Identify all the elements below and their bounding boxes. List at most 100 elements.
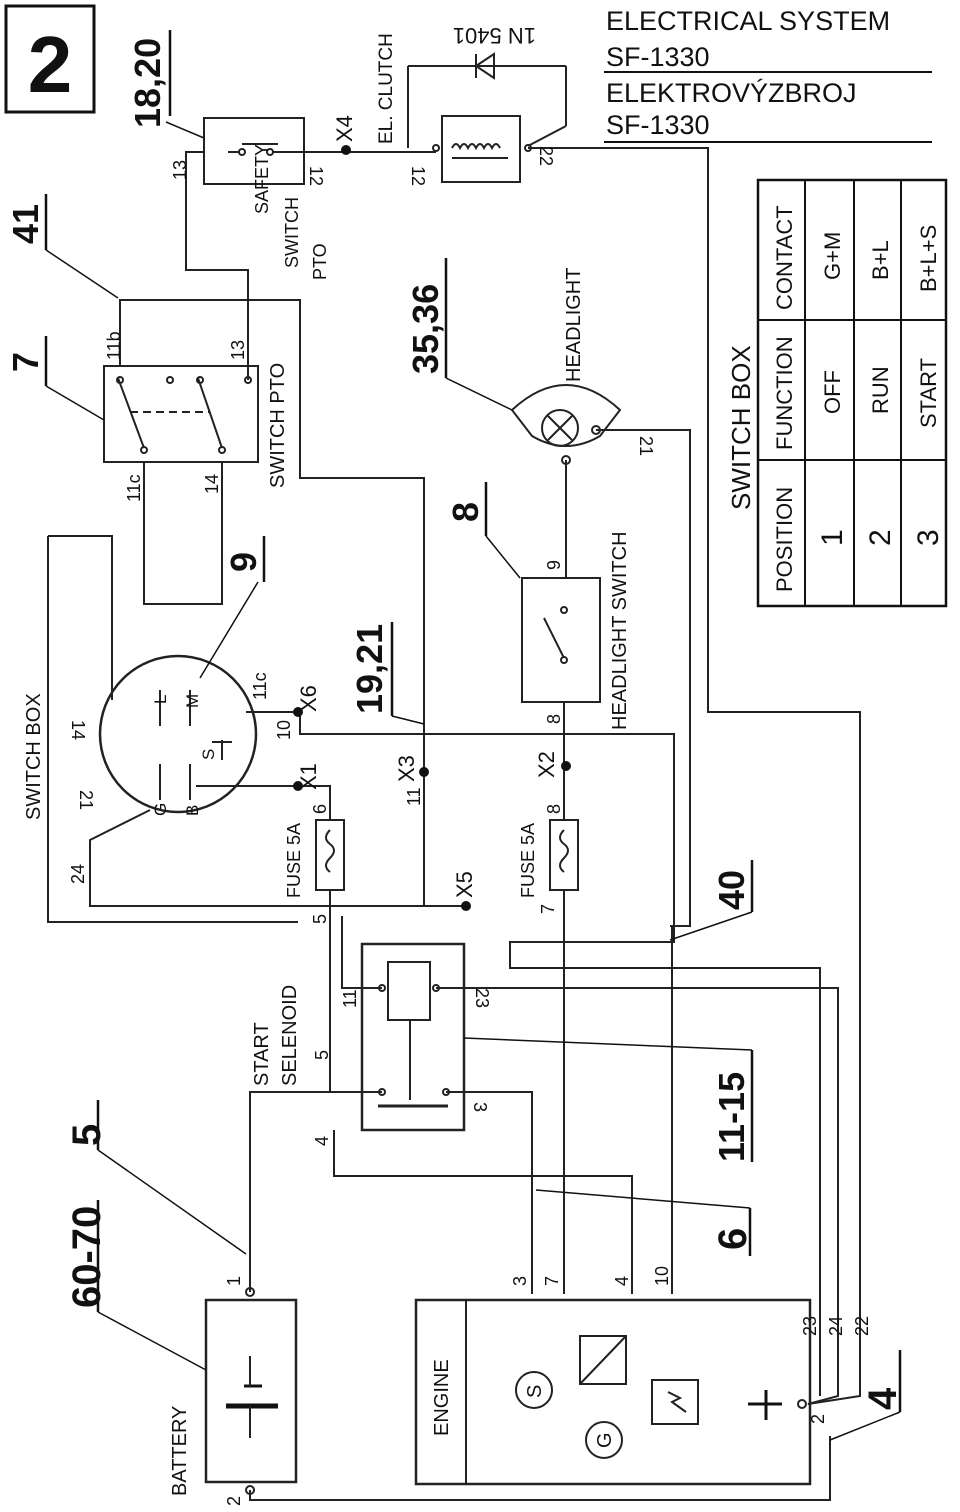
safety-switch-label-1: SAFETY xyxy=(252,144,272,214)
ref-7: 7 xyxy=(5,352,46,372)
title-line-1: ELECTRICAL SYSTEM xyxy=(606,6,890,36)
start-solenoid-label-2: SELENOID xyxy=(279,985,301,1086)
wire-number: 10 xyxy=(274,720,294,740)
wire-number: 14 xyxy=(68,720,88,740)
engine-label: ENGINE xyxy=(431,1359,453,1436)
wire-number: 24 xyxy=(68,864,88,884)
wire-number: 5 xyxy=(310,914,330,924)
el-clutch-label: EL. CLUTCH xyxy=(376,33,397,144)
svg-text:G: G xyxy=(594,1432,616,1448)
ignition-switch-box: L M S G B SWITCH BOX xyxy=(23,654,258,820)
engine: ENGINE S G xyxy=(414,1298,812,1486)
connector-x2: X2 xyxy=(534,751,559,778)
table-cell-function-2: RUN xyxy=(868,366,893,414)
wire-number: 2 xyxy=(224,1496,244,1506)
wire-number: 11 xyxy=(404,787,424,806)
table-cell-position-2: 2 xyxy=(864,529,897,546)
wire-number: 5 xyxy=(312,1050,332,1060)
ref-40: 40 xyxy=(711,870,752,910)
wire-number: 3 xyxy=(470,1102,490,1112)
switch-box-table: SWITCH BOX POSITION FUNCTION CONTACT 1 O… xyxy=(726,178,948,608)
wire-number: 21 xyxy=(636,436,656,456)
ref-35-36: 35,36 xyxy=(405,284,446,374)
start-solenoid-label-1: START xyxy=(251,1022,273,1086)
ref-5: 5 xyxy=(65,1124,109,1146)
wire-number: 6 xyxy=(310,804,330,814)
switch-pto-label: SWITCH PTO xyxy=(267,363,289,488)
wire-number: 12 xyxy=(306,166,326,186)
wire-number: 11c xyxy=(250,672,270,700)
sheet-number: 2 xyxy=(28,20,73,109)
table-cell-function-1: OFF xyxy=(820,370,845,414)
table-cell-contact-1: G+M xyxy=(820,232,845,280)
ref-4: 4 xyxy=(861,1387,905,1410)
wire-number: 11b xyxy=(104,331,124,360)
wire-number: 7 xyxy=(538,904,558,914)
fuse-left-label: FUSE 5A xyxy=(284,823,304,898)
table-cell-position-1: 1 xyxy=(816,529,849,546)
connector-x1: X1 xyxy=(296,763,321,790)
headlight-label: HEADLIGHT xyxy=(563,268,585,382)
wire-number: 22 xyxy=(536,146,556,166)
title-line-3: ELEKTROVÝZBROJ xyxy=(606,78,857,108)
wire-number: 8 xyxy=(544,714,564,724)
wire-number: 8 xyxy=(544,804,564,814)
connector-x4: X4 xyxy=(332,115,357,142)
safety-switch-label-3: PTO xyxy=(310,243,330,280)
wire-number: 9 xyxy=(544,560,564,570)
ref-8: 8 xyxy=(445,502,486,522)
wire-number: 13 xyxy=(170,160,190,180)
wires xyxy=(47,147,861,1501)
headlight-switch-label: HEADLIGHT SWITCH xyxy=(609,531,631,730)
ref-6: 6 xyxy=(711,1228,755,1250)
fuse-right: FUSE 5A xyxy=(518,819,579,898)
headlight-switch: HEADLIGHT SWITCH xyxy=(521,531,631,730)
wire-number: 24 xyxy=(826,1316,846,1336)
switch-letter-b: B xyxy=(183,805,202,816)
start-solenoid: START SELENOID xyxy=(251,942,466,1132)
title-line-2: SF-1330 xyxy=(606,42,710,72)
safety-switch-pto: SAFETY SWITCH PTO xyxy=(203,117,330,280)
reference-numbers: 18,20 41 7 9 35,36 8 19,21 40 11-15 5 60… xyxy=(5,30,905,1441)
title-block: ELECTRICAL SYSTEM SF-1330 ELEKTROVÝZBROJ… xyxy=(604,6,932,143)
ref-9: 9 xyxy=(223,552,264,572)
ref-41: 41 xyxy=(5,204,46,244)
connector-dots xyxy=(293,145,571,911)
wire-number: 3 xyxy=(510,1276,530,1286)
switch-box-label: SWITCH BOX xyxy=(23,693,45,820)
fuse-left: FUSE 5A xyxy=(284,819,345,898)
table-header-function: FUNCTION xyxy=(772,336,797,450)
wire-number: 11 xyxy=(340,989,360,1008)
table-header-contact: CONTACT xyxy=(772,205,797,310)
wire-number: 21 xyxy=(76,790,96,810)
connector-labels: X4 X6 X1 X3 X2 X5 xyxy=(296,115,559,898)
table-cell-position-3: 3 xyxy=(912,529,945,546)
table-cell-function-3: START xyxy=(916,358,941,428)
wire-number: 4 xyxy=(612,1276,632,1286)
ref-19-21: 19,21 xyxy=(349,624,390,714)
wire-number: 4 xyxy=(312,1136,332,1146)
table-cell-contact-2: B+L xyxy=(868,240,893,280)
switch-letter-m: M xyxy=(183,694,202,708)
connector-x5: X5 xyxy=(452,871,477,898)
title-line-4: SF-1330 xyxy=(606,110,710,140)
table-header-position: POSITION xyxy=(772,487,797,592)
connector-x6: X6 xyxy=(296,685,321,712)
sheet-number-box xyxy=(4,4,96,114)
wire-number: 13 xyxy=(228,340,248,360)
switch-letter-g: G xyxy=(151,803,170,816)
safety-switch-label-2: SWITCH xyxy=(282,197,302,268)
wire-number: 23 xyxy=(472,988,492,1008)
wire-number: 22 xyxy=(852,1316,872,1336)
battery-label: BATTERY xyxy=(169,1406,191,1496)
wire-number: 2 xyxy=(808,1414,828,1424)
fuse-right-label: FUSE 5A xyxy=(518,823,538,898)
wire-number: 1 xyxy=(224,1276,244,1286)
wire-number: 12 xyxy=(408,166,428,186)
svg-text:S: S xyxy=(524,1385,546,1398)
headlight: HEADLIGHT xyxy=(510,268,622,465)
wire-number: 23 xyxy=(800,1316,820,1336)
wire-number: 10 xyxy=(652,1266,672,1286)
table-cell-contact-3: B+L+S xyxy=(916,225,941,292)
switch-letter-s: S xyxy=(199,749,218,760)
